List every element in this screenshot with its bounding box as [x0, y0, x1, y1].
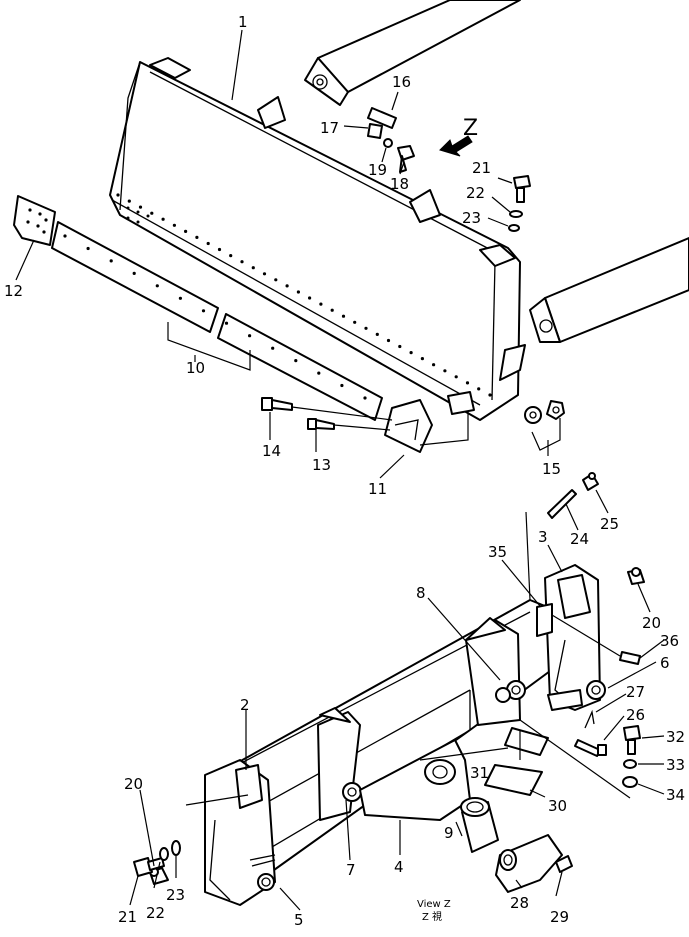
callout-26: 26	[626, 706, 645, 724]
view-caption-line2: Z 視	[422, 910, 442, 923]
end-bit-12	[13, 195, 56, 246]
bolt-32	[623, 725, 641, 755]
callout-27: 27	[626, 683, 645, 701]
cap-28	[495, 834, 563, 893]
callout-6: 6	[660, 654, 670, 672]
callout-1: 1	[238, 13, 248, 31]
callout-3: 3	[538, 528, 548, 546]
callout-18: 18	[390, 175, 409, 193]
cutting-edge-holes	[63, 234, 367, 400]
callout-5: 5	[294, 911, 304, 929]
callout-10: 10	[186, 359, 205, 377]
view-caption-line1: View Z	[417, 899, 451, 910]
shim-31	[504, 727, 549, 756]
bracket-right	[544, 564, 606, 711]
bolt-14	[261, 397, 293, 411]
callout-23-bottom: 23	[166, 886, 185, 904]
bolt-13	[307, 418, 335, 430]
callout-29: 29	[550, 908, 569, 926]
washer-22-bottom	[159, 847, 169, 861]
callout-20-right: 20	[642, 614, 661, 632]
nut-washer-15	[524, 400, 565, 424]
view-z-caption: View Z Z 視	[417, 899, 451, 923]
callout-21-top: 21	[472, 159, 491, 177]
callout-30: 30	[548, 797, 567, 815]
callout-11: 11	[368, 480, 387, 498]
callout-22-top: 22	[466, 184, 485, 202]
leader-lines	[15, 29, 665, 911]
callout-12: 12	[4, 282, 23, 300]
callout-36: 36	[660, 632, 679, 650]
lock-17	[367, 123, 383, 139]
callout-19: 19	[368, 161, 387, 179]
callout-20-left: 20	[124, 775, 143, 793]
rail-4	[359, 739, 471, 821]
fitting-20-left	[149, 867, 169, 885]
pin-24	[547, 489, 577, 519]
push-arm-right	[529, 237, 689, 343]
plate-35	[536, 603, 553, 637]
washer-19	[383, 138, 393, 148]
bushing-9	[460, 797, 499, 853]
callout-2: 2	[240, 696, 250, 714]
callout-15: 15	[542, 460, 561, 478]
callout-8: 8	[416, 584, 426, 602]
callout-9: 9	[444, 824, 454, 842]
bolt-18	[397, 145, 415, 173]
callout-35: 35	[488, 543, 507, 561]
callout-22-bottom: 22	[146, 904, 165, 922]
push-arm-upper	[304, 0, 521, 106]
callout-33: 33	[666, 756, 685, 774]
callout-4: 4	[394, 858, 404, 876]
plate-15	[447, 391, 475, 415]
bolt-21-top	[508, 175, 531, 232]
washer-34	[622, 776, 638, 788]
callout-32: 32	[666, 728, 685, 746]
callout-25: 25	[600, 515, 619, 533]
callout-7: 7	[346, 861, 356, 879]
callout-17: 17	[320, 119, 339, 137]
callout-14: 14	[262, 442, 281, 460]
callout-23-top: 23	[462, 209, 481, 227]
view-z-arrow: Z	[439, 116, 478, 157]
callout-28: 28	[510, 894, 529, 912]
pin-16	[367, 107, 397, 129]
cutting-edge-10	[51, 221, 383, 421]
spring-27	[584, 709, 595, 729]
callout-labels: 1 16 17 19 18 21 22 23 12 10 14 13 11 15…	[4, 13, 685, 929]
callout-34: 34	[666, 786, 685, 804]
bracket-left	[204, 759, 276, 906]
pin-26	[574, 739, 607, 757]
end-bit-11	[384, 399, 433, 453]
callout-21-bottom: 21	[118, 908, 137, 926]
fitting-20-right	[627, 567, 645, 585]
washer-23-bottom	[171, 840, 181, 856]
callout-13: 13	[312, 456, 331, 474]
blade-main	[109, 57, 526, 421]
bracket-upper-middle	[465, 617, 526, 726]
shim-30	[484, 764, 543, 796]
callout-24: 24	[570, 530, 589, 548]
blade-bolt-holes	[116, 193, 492, 397]
bracket-middle	[317, 707, 362, 821]
grease-fitting-25	[582, 472, 599, 491]
callout-16: 16	[392, 73, 411, 91]
washer-33	[623, 759, 637, 769]
bolt-29	[555, 855, 573, 873]
callout-31: 31	[470, 764, 489, 782]
bolt-21-bottom	[133, 857, 165, 877]
pin-36	[619, 651, 641, 665]
svg-text:Z: Z	[463, 116, 478, 141]
